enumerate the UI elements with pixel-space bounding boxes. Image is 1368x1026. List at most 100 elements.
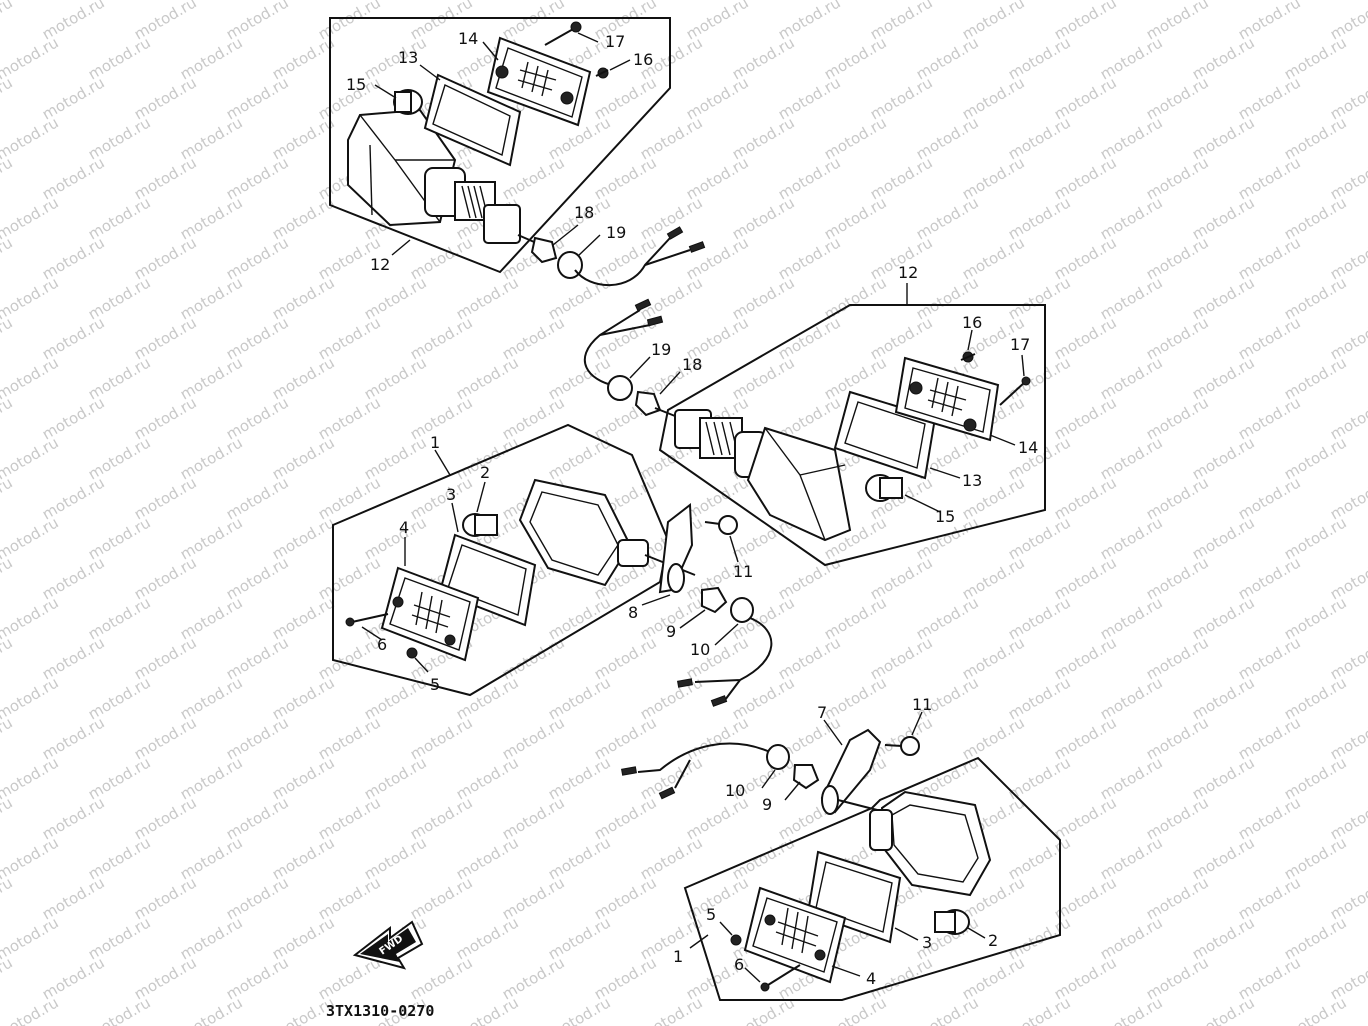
watermark-text: motod.ru	[1327, 393, 1368, 443]
nut-18	[530, 236, 558, 264]
callout-15: 15	[935, 507, 955, 526]
assembly-outline	[329, 17, 671, 274]
watermark-text: motod.ru	[0, 473, 16, 523]
watermark-text: motod.ru	[0, 353, 62, 403]
watermark-text: motod.ru	[0, 953, 16, 1003]
bolt-11	[704, 515, 738, 535]
watermark-text: motod.ru	[1327, 633, 1368, 683]
gasket-3	[438, 533, 537, 627]
watermark-text: motod.ru	[0, 233, 16, 283]
screw-16	[960, 351, 976, 363]
callout-10: 10	[690, 640, 710, 659]
watermark-text: motod.ru	[0, 793, 16, 843]
watermark-text: motod.ru	[177, 993, 246, 1026]
watermark-text: motod.ru	[637, 993, 706, 1026]
callout-2: 2	[480, 463, 490, 482]
watermark-text: motod.ru	[0, 593, 62, 643]
watermark-text: motod.ru	[0, 193, 62, 243]
callout-13: 13	[398, 48, 418, 67]
callout-1: 1	[673, 947, 683, 966]
watermark-text: motod.ru	[0, 993, 62, 1026]
watermark-text: motod.ru	[1327, 873, 1368, 923]
wire-lead	[583, 298, 664, 386]
leader-lines	[374, 32, 631, 257]
leader-lines	[361, 481, 739, 673]
flasher-assembly-middle-left: 1 2 3 4 6 5 8 9 10 11	[332, 423, 773, 707]
callout-14: 14	[1018, 438, 1038, 457]
grommet-19	[607, 375, 633, 401]
bulb-2	[934, 909, 970, 935]
callout-12: 12	[370, 255, 390, 274]
watermark-text: motod.ru	[1189, 993, 1258, 1026]
callout-2: 2	[988, 931, 998, 950]
nut-9	[701, 586, 728, 614]
watermark-text: motod.ru	[0, 873, 16, 923]
watermark-text: motod.ru	[1327, 73, 1368, 123]
lens-plate-14	[486, 36, 592, 127]
leader-lines	[629, 329, 1025, 513]
callout-11: 11	[912, 695, 932, 714]
screw-5	[730, 934, 742, 946]
callout-10: 10	[725, 781, 745, 800]
flasher-assembly-lower-right: 7 11 10 9 5 1 6 3 2 4	[621, 695, 1061, 1001]
screw-5	[406, 647, 418, 659]
watermark-text: motod.ru	[1327, 713, 1368, 763]
watermark-text: motod.ru	[0, 33, 62, 83]
lens-plate-14	[894, 356, 1000, 442]
callout-7: 7	[817, 703, 827, 722]
callout-19: 19	[606, 223, 626, 242]
bulb-15	[393, 89, 423, 115]
grommet-10	[766, 744, 790, 770]
callout-4: 4	[866, 969, 876, 988]
callout-1: 1	[430, 433, 440, 452]
watermark-text: motod.ru	[0, 753, 62, 803]
watermark-text: motod.ru	[1097, 993, 1166, 1026]
callout-16: 16	[962, 313, 982, 332]
screw-17	[544, 21, 582, 46]
wire-lead	[574, 226, 706, 287]
nut-18	[634, 390, 662, 417]
bolt-11	[884, 736, 920, 756]
callout-17: 17	[1010, 335, 1030, 354]
callout-13: 13	[962, 471, 982, 490]
watermark-text: motod.ru	[0, 393, 16, 443]
gasket-13	[423, 73, 522, 167]
watermark-text: motod.ru	[821, 993, 890, 1026]
callout-17: 17	[605, 32, 625, 51]
callout-12: 12	[898, 263, 918, 282]
watermark-text: motod.ru	[1327, 793, 1368, 843]
callout-19: 19	[651, 340, 671, 359]
callout-4: 4	[399, 518, 409, 537]
callout-6: 6	[734, 955, 744, 974]
watermark-text: motod.ru	[1327, 153, 1368, 203]
callout-15: 15	[346, 75, 366, 94]
watermark-text: motod.ru	[0, 553, 16, 603]
watermark-text: motod.ru	[545, 993, 614, 1026]
callout-18: 18	[574, 203, 594, 222]
leader-lines	[719, 711, 986, 983]
watermark-text: motod.ru	[1005, 993, 1074, 1026]
flasher-lens-body	[347, 108, 549, 249]
drawing-code: 3TX1310-0270	[326, 1002, 434, 1020]
assembly-outline	[683, 756, 1061, 1001]
lens-plate-4	[743, 886, 847, 984]
callout-3: 3	[446, 485, 456, 504]
wire-lead	[621, 742, 771, 800]
callout-5: 5	[430, 675, 440, 694]
watermark-text: motod.ru	[0, 0, 16, 43]
screw-17	[999, 376, 1031, 406]
bulb-2	[462, 513, 498, 537]
callout-14: 14	[458, 29, 478, 48]
flasher-housing	[869, 790, 992, 897]
callout-11: 11	[733, 562, 753, 581]
watermark-text: motod.ru	[0, 73, 16, 123]
callout-9: 9	[762, 795, 772, 814]
callout-3: 3	[922, 933, 932, 952]
grommet-10	[730, 597, 754, 623]
forward-arrow-icon: FWD	[352, 920, 424, 970]
bracket-7	[820, 728, 882, 815]
watermark-text: motod.ru	[0, 713, 16, 763]
watermark-text: motod.ru	[453, 993, 522, 1026]
callout-8: 8	[628, 603, 638, 622]
callout-9: 9	[666, 622, 676, 641]
